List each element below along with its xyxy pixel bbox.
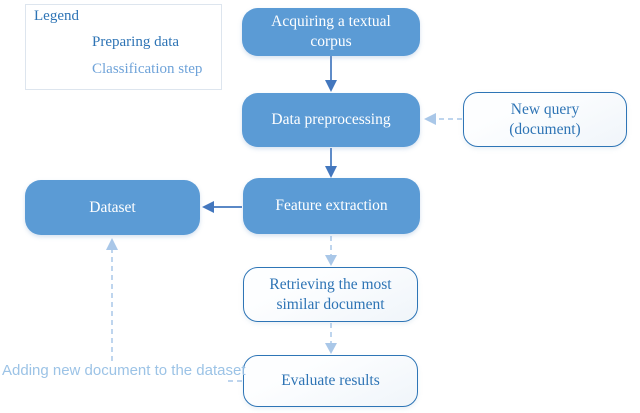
node-label: Feature extraction [275,197,388,215]
legend-title: Legend [34,8,79,24]
node-label: Dataset [89,198,136,216]
arrow-preprocessing-to-feature [325,148,337,178]
node-dataset: Dataset [25,180,200,235]
node-label: Acquiring a textual corpus [271,13,391,50]
annotation-adding-new-document: Adding new document to the dataset [2,362,246,379]
node-label: Retrieving the most similar document [269,275,392,313]
node-label: Data preprocessing [271,111,391,129]
legend-box [25,4,222,90]
legend-item-preparing-data: Preparing data [92,34,180,50]
node-evaluate-results: Evaluate results [243,355,418,407]
node-acquiring-textual-corpus: Acquiring a textual corpus [242,8,420,56]
arrow-evaluate-to-dataset [106,238,242,382]
node-label: Evaluate results [281,372,380,390]
arrow-acquiring-to-preprocessing [325,56,337,92]
node-data-preprocessing: Data preprocessing [242,93,420,147]
legend-item-classification-step: Classification step [92,61,203,77]
arrow-retrieving-to-evaluate [325,323,337,354]
arrow-newquery-to-preprocessing [424,113,462,125]
node-label: New query (document) [509,100,581,138]
node-new-query: New query (document) [463,92,627,147]
arrow-feature-to-dataset [202,201,242,213]
node-feature-extraction: Feature extraction [243,178,420,234]
arrow-feature-to-retrieving [325,236,337,266]
node-retrieving-most-similar: Retrieving the most similar document [243,267,418,322]
